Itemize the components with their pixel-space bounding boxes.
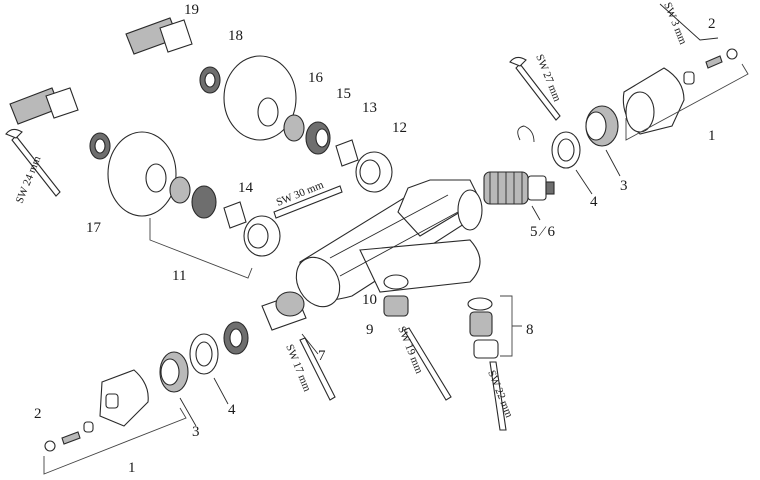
callout-15: 15 [336, 86, 351, 102]
callout-9: 9 [366, 322, 374, 338]
open-end-wrench-icon-22 [489, 361, 507, 431]
open-end-wrench-icon-27 [509, 56, 561, 121]
callout-4-right: 4 [590, 194, 598, 210]
thermostat-handle [622, 67, 685, 135]
ratchet-nut [223, 321, 249, 355]
leader-4-left [213, 377, 229, 405]
connection-19 [125, 17, 193, 55]
adapter-right [585, 105, 619, 147]
callout-13: 13 [362, 100, 377, 116]
escutcheon-upper [223, 55, 297, 141]
callout-8: 8 [526, 322, 534, 338]
callout-14: 14 [238, 180, 254, 196]
escutcheon-lower [107, 131, 177, 217]
wrench-size-3: SW 3 mm [661, 1, 689, 47]
check-valve-15 [305, 121, 331, 155]
open-end-wrench-icon-24 [5, 128, 61, 197]
filter-left [89, 132, 111, 160]
retaining-clip [517, 125, 535, 143]
wrench-size-24: SW 24 mm [14, 154, 44, 205]
adapter-left [159, 351, 189, 393]
callout-1-bottom: 1 [128, 460, 136, 476]
outlet-aerator [383, 274, 409, 317]
callout-1-top: 1 [708, 128, 716, 144]
open-end-wrench-icon-17 [299, 337, 336, 401]
seal-16 [283, 114, 305, 142]
leader-3-right [605, 149, 621, 177]
union-nut-12 [355, 151, 393, 193]
bracket-set-8 [500, 295, 522, 357]
callout-3-left: 3 [192, 424, 200, 440]
leader-3-left [179, 397, 197, 427]
callout-12: 12 [392, 120, 407, 136]
leader-7 [301, 333, 319, 355]
diverter-set [467, 297, 499, 359]
screw-set-top [683, 48, 738, 85]
callout-2-bottom: 2 [34, 406, 42, 422]
callout-19: 19 [184, 2, 199, 18]
stop-ring-right [551, 131, 581, 169]
stop-ring-left [189, 333, 219, 375]
bracket-set-1-bottom [43, 407, 187, 475]
callout-7: 7 [318, 348, 326, 364]
callout-4-left: 4 [228, 402, 236, 418]
callout-17: 17 [86, 220, 102, 236]
leader-5-6 [531, 205, 541, 221]
callout-10: 10 [362, 292, 377, 308]
leader-4-right [575, 169, 593, 195]
callout-5-6: 5 ⁄ 6 [530, 224, 556, 240]
filter-18 [199, 66, 221, 94]
bracket-set-1-top [625, 63, 749, 141]
callout-16: 16 [308, 70, 324, 86]
flow-cartridge [261, 291, 307, 331]
connection-left [9, 87, 79, 125]
check-valve-set-11 [169, 176, 281, 257]
screw-set-bottom [44, 421, 94, 452]
callout-11: 11 [172, 268, 186, 284]
callout-18: 18 [228, 28, 243, 44]
hex-key-icon [659, 3, 719, 41]
open-end-wrench-icon-30 [273, 185, 343, 219]
flow-handle [99, 369, 149, 427]
callout-2-top: 2 [708, 16, 716, 32]
open-end-wrench-icon-19 [403, 327, 452, 401]
callout-3-right: 3 [620, 178, 628, 194]
bracket-set-11 [149, 218, 253, 279]
thermostat-cartridge [483, 125, 555, 205]
check-valve-13 [335, 139, 359, 167]
